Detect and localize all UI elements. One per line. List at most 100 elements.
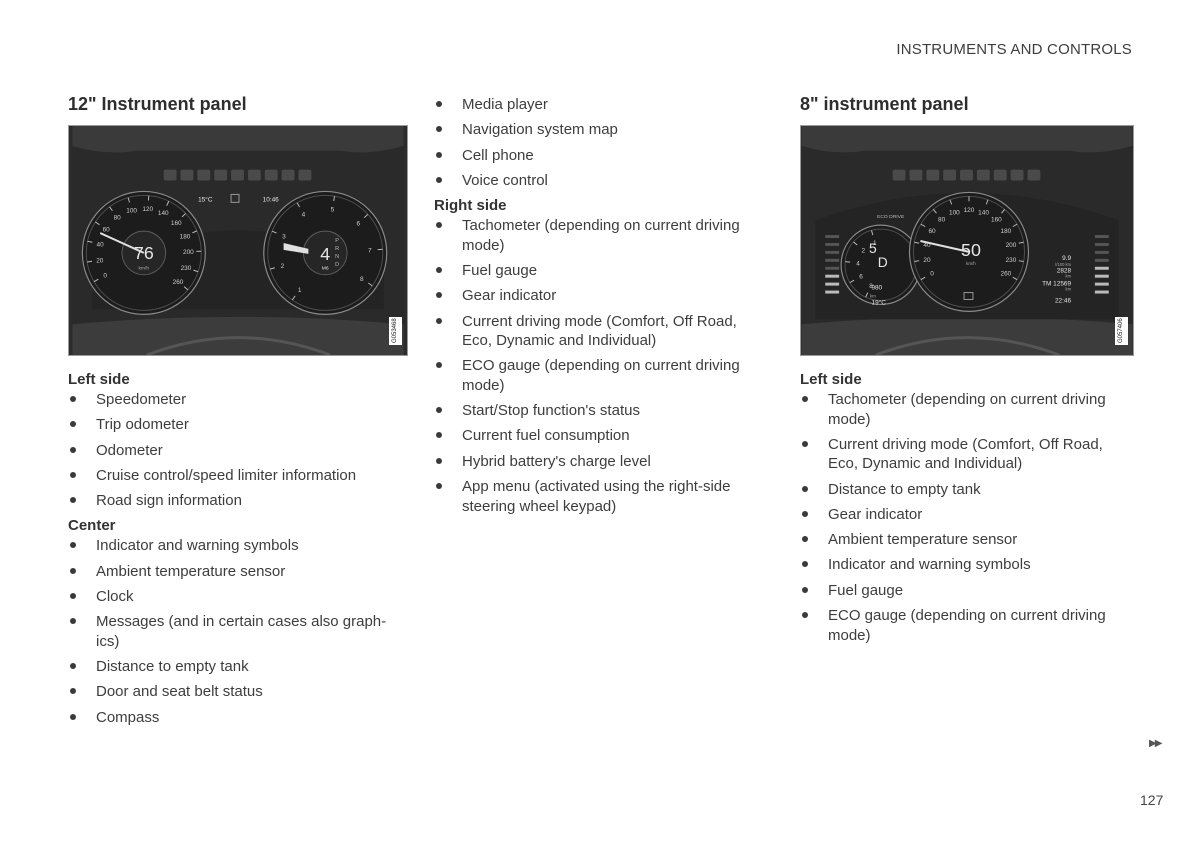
speed-tick-label: 180 bbox=[1001, 228, 1012, 235]
speed-tick-label: 160 bbox=[171, 220, 182, 227]
list-item: Distance to empty tank bbox=[68, 657, 408, 677]
vent-slot bbox=[976, 169, 990, 181]
list-item: Tachometer (depending on current driving… bbox=[434, 216, 764, 255]
right-scale-bar bbox=[1094, 242, 1109, 246]
vent-slot bbox=[298, 169, 312, 181]
gauge-tick bbox=[871, 230, 874, 236]
gauge-tick bbox=[920, 223, 926, 228]
speed-tick-label: 20 bbox=[923, 257, 931, 264]
list-item: Current driving mode (Comfort, Off Road,… bbox=[434, 312, 764, 351]
rpm-tick-label: 3 bbox=[282, 234, 286, 241]
speed-tick-label: 200 bbox=[1006, 242, 1017, 249]
gauge-tick bbox=[367, 282, 373, 287]
tacho-needle bbox=[283, 242, 309, 254]
speed-tick-label: 180 bbox=[180, 233, 191, 240]
left-scale-bar bbox=[825, 274, 840, 278]
consumption-readout: 9.9 bbox=[1062, 255, 1071, 262]
left-scale-bar bbox=[825, 282, 840, 286]
list-item: Hybrid battery's charge level bbox=[434, 452, 764, 472]
vent-slot bbox=[180, 169, 194, 181]
rpm-tick-label: 2 bbox=[281, 263, 285, 270]
gauge-tick bbox=[1012, 223, 1018, 228]
section-title: Center bbox=[68, 517, 116, 535]
gauge-tick bbox=[181, 213, 186, 218]
gauge-tick bbox=[932, 209, 937, 214]
vent-slot bbox=[231, 169, 244, 181]
consumption-unit: l/100 km bbox=[1055, 262, 1071, 267]
eco-label: ECO DRIVE bbox=[877, 214, 905, 220]
list-item: App menu (activated using the right-side… bbox=[434, 477, 764, 516]
speed-tick-label: 20 bbox=[96, 257, 104, 264]
rpm-tick-label: 7 bbox=[368, 248, 372, 255]
list-item: Gear indicator bbox=[434, 286, 764, 306]
right-scale-bar bbox=[1094, 235, 1109, 239]
left-scale-bar bbox=[825, 290, 840, 294]
right-scale-bar bbox=[1094, 250, 1109, 254]
gauge-tick bbox=[1018, 241, 1024, 244]
vent-slot bbox=[960, 169, 973, 181]
list-item: ECO gauge (depending on current driving … bbox=[434, 356, 764, 395]
heading-8-inch-panel: 8" instrument panel bbox=[800, 94, 969, 114]
right-scale-bar bbox=[1094, 266, 1109, 270]
figure-code: G057406 bbox=[1115, 317, 1128, 345]
gauge-tick bbox=[93, 278, 99, 283]
speed-tick-label: 260 bbox=[1001, 271, 1012, 278]
gauge-tick bbox=[865, 292, 869, 298]
left-scale-bar bbox=[825, 235, 840, 239]
gear-letter: D bbox=[878, 254, 888, 270]
dash-top bbox=[801, 126, 1133, 153]
list-item: Fuel gauge bbox=[800, 581, 1134, 601]
prnd-letter: R bbox=[335, 246, 339, 252]
clock-readout: 22:46 bbox=[1055, 297, 1072, 304]
gauge-tick bbox=[296, 202, 300, 208]
page-number: 127 bbox=[1140, 792, 1164, 808]
list-item: Fuel gauge bbox=[434, 261, 764, 281]
gauge-tick bbox=[914, 241, 920, 244]
gauge-inner-ring bbox=[267, 194, 384, 311]
vent-slot bbox=[264, 169, 278, 181]
gear-readout: 5 bbox=[869, 240, 877, 256]
speed-tick-label: 260 bbox=[173, 279, 184, 286]
left-scale-bar bbox=[825, 266, 840, 270]
vent-slot bbox=[909, 169, 923, 181]
list-item: Current fuel consumption bbox=[434, 426, 764, 446]
list-item: Cruise control/speed limiter information bbox=[68, 466, 408, 486]
trip-readout: 2828 bbox=[1057, 268, 1072, 275]
trip-unit: km bbox=[1066, 274, 1072, 279]
vent-slot bbox=[892, 169, 906, 181]
running-header: INSTRUMENTS AND CONTROLS bbox=[896, 41, 1132, 58]
list-item: Start/Stop function's status bbox=[434, 401, 764, 421]
vent-slot bbox=[1010, 169, 1024, 181]
rpm-tick-label: 1 bbox=[873, 240, 877, 247]
list-item: Current driving mode (Comfort, Off Road,… bbox=[800, 435, 1134, 474]
clock-readout: 10:46 bbox=[263, 196, 280, 203]
speed-tick-label: 80 bbox=[114, 215, 122, 222]
vent-slot bbox=[214, 169, 228, 181]
list-item: Indicator and warning symbols bbox=[68, 536, 408, 556]
speed-tick-label: 60 bbox=[928, 228, 936, 235]
speed-readout: 76 bbox=[134, 243, 154, 263]
section-title: Left side bbox=[68, 371, 130, 388]
gauge-tick bbox=[95, 221, 100, 226]
speed-tick-label: 160 bbox=[991, 217, 1002, 224]
list-item: Clock bbox=[68, 587, 408, 607]
gauge-tick bbox=[86, 260, 93, 263]
gauge-tick bbox=[914, 260, 920, 263]
gauge-tick bbox=[333, 196, 336, 202]
gauge-tick bbox=[849, 279, 855, 284]
list-item: Gear indicator bbox=[800, 505, 1134, 525]
info-icon bbox=[963, 292, 974, 300]
right-scale-bar bbox=[1094, 290, 1109, 294]
speed-tick-label: 140 bbox=[158, 210, 169, 217]
gear-mode: M6 bbox=[322, 266, 329, 272]
vent-slot bbox=[197, 169, 211, 181]
list-item: Cell phone bbox=[434, 146, 764, 166]
prnd-letter: D bbox=[335, 262, 339, 268]
speed-unit: km/h bbox=[966, 261, 976, 266]
range-readout: 980 bbox=[871, 285, 882, 292]
